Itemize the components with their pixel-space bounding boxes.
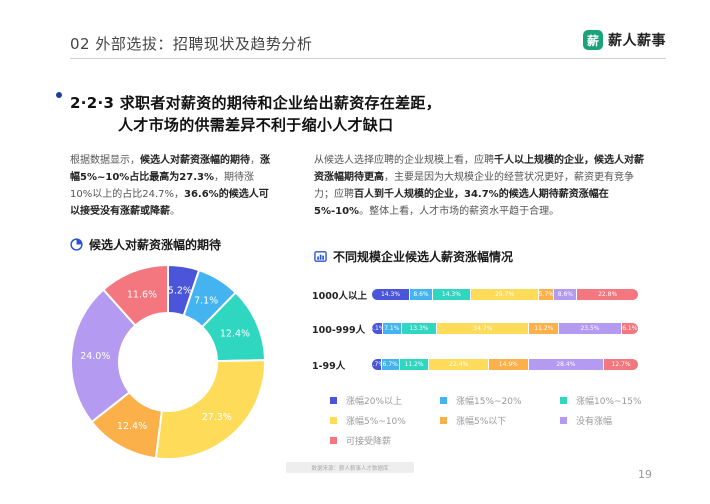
page-number: 19 (638, 468, 652, 481)
section-heading-line-2: 人才市场的供需差异不利于缩小人才缺口 (118, 116, 394, 134)
donut-slice (154, 359, 266, 460)
text-run: ， (250, 155, 260, 166)
legend-item: 涨幅15%~20% (440, 394, 522, 407)
legend-swatch (560, 397, 567, 404)
page-title: 02 外部选拔：招聘现状及趋势分析 (70, 35, 313, 53)
legend-swatch (560, 417, 567, 424)
donut-slice (70, 288, 137, 424)
bar-segment: 25.7% (470, 289, 540, 300)
legend-item: 没有涨幅 (560, 414, 612, 427)
legend-label: 没有涨幅 (576, 417, 613, 427)
text-run: 从候选人选择应聘的企业规模上看，应聘 (314, 155, 494, 166)
donut-slice-label: 7.1% (194, 295, 218, 306)
bar-chart-icon (314, 251, 327, 262)
legend-label: 可接受降薪 (346, 437, 392, 447)
legend-item: 可接受降薪 (330, 434, 391, 447)
text-run: ，主要是因为大规模企业的经营状况更好，薪资更有竞争力；应聘 (314, 172, 634, 200)
bar-track: 14.3%8.6%14.3%25.7%5.7%8.6%22.8% (372, 289, 638, 300)
bar-segment: 13.3% (401, 323, 438, 334)
section-heading-line-1: 2·2·3 求职者对薪资的期待和企业给出薪资存在差距， (70, 94, 442, 112)
data-source-note: 数据来源：薪人薪事人才数据库 (286, 462, 414, 473)
bar-track: 3.7%6.7%11.2%22.4%14.9%28.4%12.7% (372, 359, 638, 370)
bar-category-label: 1000人以上 (312, 291, 367, 302)
legend-swatch (330, 417, 337, 424)
highlight-text: 36.6%的候选人可以接受没有涨薪或降薪 (70, 189, 269, 217)
bar-segment: 23.5% (559, 323, 622, 334)
bar-segment: 14.9% (489, 359, 529, 370)
donut-slice-label: 27.3% (202, 412, 232, 423)
pie-chart-icon (70, 238, 83, 251)
chart-legend: 涨幅20%以上 涨幅15%~20% 涨幅10%~15% 涨幅5%~10% 涨幅5%以下 没… (330, 394, 660, 450)
highlight-text: 千人以上规模的企业，候选人对薪资涨幅期待更高 (314, 155, 644, 183)
bar-segment: 22.8% (577, 289, 638, 300)
donut-slice-label: 5.2% (168, 285, 192, 296)
legend-item: 涨幅20%以上 (330, 394, 402, 407)
legend-label: 涨幅5%~10% (346, 417, 406, 427)
bullet-dot-icon (56, 92, 62, 98)
bar-segment: 8.6% (410, 289, 433, 300)
donut-chart-title: 候选人对薪资涨幅的期待 (70, 236, 221, 253)
legend-swatch (440, 397, 447, 404)
header-divider (70, 58, 666, 59)
donut-slice-label: 12.4% (220, 329, 250, 340)
text-run: 根据数据显示， (70, 155, 140, 166)
highlight-text: 涨幅5%~10%占比最高为27.3% (70, 155, 270, 183)
legend-swatch (330, 397, 337, 404)
bar-segment: 22.4% (429, 359, 489, 370)
text-run: 。整体上看，人才市场的薪资水平趋于合理。 (359, 206, 560, 217)
legend-item: 涨幅5%~10% (330, 414, 406, 427)
bar-track: 4.1%7.1%13.3%34.7%11.2%23.5%6.1% (372, 323, 638, 334)
bar-chart-title-text: 不同规模企业候选人薪资涨幅情况 (333, 250, 514, 264)
paragraph-left: 根据数据显示，候选人对薪资涨幅的期待，涨幅5%~10%占比最高为27.3%，期待… (70, 152, 274, 220)
bar-segment: 11.2% (399, 359, 430, 370)
text-run: 。 (170, 206, 180, 217)
page-header: 02 外部选拔：招聘现状及趋势分析 薪 薪人薪事 (70, 30, 670, 59)
brand-name: 薪人薪事 (608, 33, 666, 49)
bar-row: 1-99人 3.7%6.7%11.2%22.4%14.9%28.4%12.7% (312, 356, 652, 372)
legend-label: 涨幅15%~20% (456, 397, 522, 407)
brand-logo: 薪 薪人薪事 (583, 30, 666, 50)
bar-segment: 3.7% (372, 359, 382, 370)
legend-label: 涨幅5%以下 (456, 417, 507, 427)
bar-segment: 5.7% (539, 289, 555, 300)
donut-slice-label: 12.4% (117, 421, 147, 432)
bar-segment: 8.6% (554, 289, 578, 300)
legend-item: 涨幅10%~15% (560, 394, 642, 407)
legend-item: 涨幅5%以下 (440, 414, 506, 427)
section-heading: 2·2·3 求职者对薪资的期待和企业给出薪资存在差距， 人才市场的供需差异不利于… (56, 92, 630, 136)
bar-chart-title: 不同规模企业候选人薪资涨幅情况 (314, 248, 513, 265)
bar-category-label: 100-999人 (312, 325, 366, 336)
bar-segment: 28.4% (528, 359, 605, 370)
donut-slice-label: 24.0% (80, 351, 110, 362)
highlight-text: 百人到千人规模的企业，34.7%的候选人期待薪资涨幅在5%-10% (314, 189, 609, 217)
brand-logo-icon: 薪 (583, 30, 603, 50)
bar-category-label: 1-99人 (312, 361, 346, 372)
bar-segment: 6.1% (621, 323, 638, 334)
donut-chart: 5.2%7.1% 12.4% 27.3% 12.4% 24.0% 11.6% (70, 263, 267, 460)
bar-segment: 6.7% (381, 359, 400, 370)
paragraph-right: 从候选人选择应聘的企业规模上看，应聘千人以上规模的企业，候选人对薪资涨幅期待更高… (314, 152, 646, 220)
donut-slice-label: 11.6% (127, 289, 157, 300)
bar-segment: 7.1% (382, 323, 402, 334)
bar-segment: 12.7% (604, 359, 638, 370)
text-run: ，期待涨10%以上的占比24.7%， (70, 172, 254, 200)
donut-chart-title-text: 候选人对薪资涨幅的期待 (89, 238, 222, 252)
legend-swatch (440, 417, 447, 424)
bar-segment: 14.3% (432, 289, 471, 300)
bar-segment: 34.7% (437, 323, 530, 334)
bar-segment: 4.1% (372, 323, 383, 334)
legend-label: 涨幅10%~15% (576, 397, 642, 407)
highlight-text: 候选人对薪资涨幅的期待 (140, 155, 250, 166)
bar-row: 100-999人 4.1%7.1%13.3%34.7%11.2%23.5%6.1% (312, 320, 652, 336)
bar-segment: 14.3% (372, 289, 411, 300)
legend-swatch (330, 437, 337, 444)
legend-label: 涨幅20%以上 (346, 397, 403, 407)
donut-slice (101, 263, 169, 327)
bar-segment: 11.2% (529, 323, 560, 334)
